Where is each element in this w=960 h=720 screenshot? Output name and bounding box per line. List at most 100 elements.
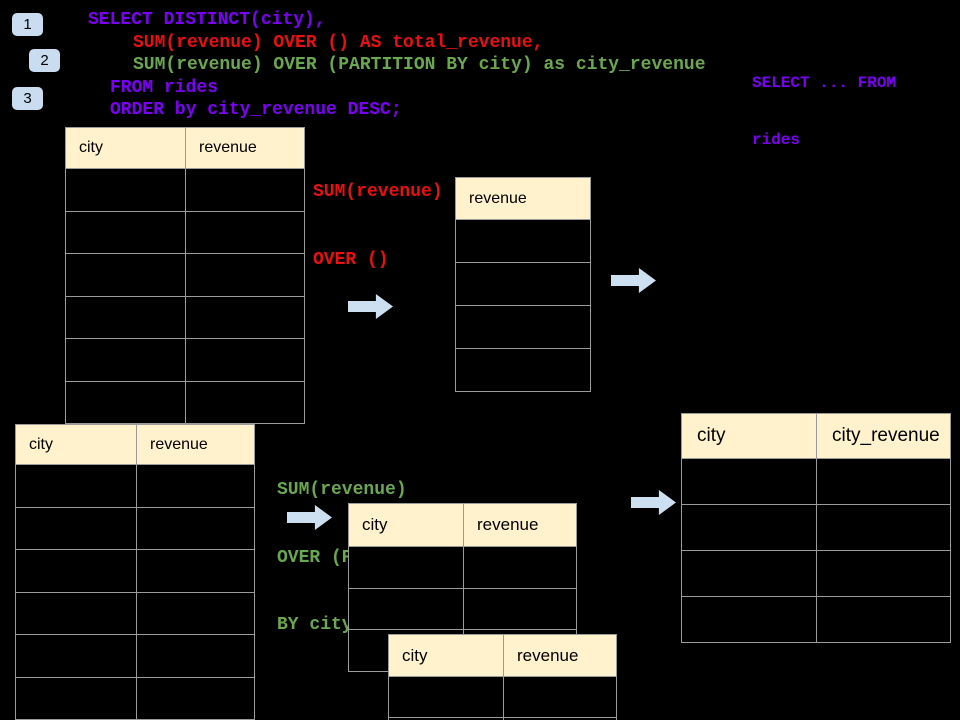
table-row (66, 380, 304, 424)
sql-line-from: FROM rides (110, 77, 219, 98)
table-cell (464, 547, 576, 588)
table-cell (66, 381, 186, 423)
table-row (16, 634, 254, 677)
table-row (66, 253, 304, 296)
table-row (349, 587, 576, 630)
table-row (66, 210, 304, 254)
step-badge-2: 2 (29, 49, 60, 72)
table-body (16, 464, 254, 719)
arrow-right-icon (611, 268, 656, 293)
sql-line-order-by: ORDER by city_revenue DESC; (110, 100, 402, 120)
table-cell (456, 220, 590, 262)
table-row (16, 506, 254, 550)
step-badge-1: 1 (12, 13, 43, 36)
table-row (389, 676, 616, 717)
table-cell (16, 465, 137, 507)
table-header-row: city city_revenue (682, 414, 950, 458)
table-cell (137, 550, 254, 592)
table-cell (682, 551, 817, 596)
table-cell (186, 254, 304, 296)
annotation-sum-partition-line1: SUM(revenue) (277, 480, 407, 500)
table-cell (186, 297, 304, 339)
table-cell (817, 551, 950, 596)
table-cell (137, 465, 254, 507)
sql-query-block: SELECT DISTINCT(city), SUM(revenue) OVER… (88, 9, 706, 122)
table-cell (682, 505, 817, 550)
table-row (66, 168, 304, 211)
annotation-sum-over-all: SUM(revenue) OVER () (313, 136, 443, 316)
table-row (456, 305, 590, 348)
table-cell (682, 597, 817, 642)
table-cell (389, 677, 504, 717)
table-row (456, 219, 590, 262)
column-header-city-revenue: city_revenue (832, 425, 940, 446)
table-cell (186, 382, 304, 424)
table-header-row: city revenue (66, 128, 304, 168)
table-partition-front: city revenue (388, 634, 617, 720)
table-cell (817, 459, 950, 504)
sql-line-select: SELECT DISTINCT(city), (88, 10, 326, 30)
sql-line-partition: SUM(revenue) OVER (PARTITION BY city) as… (133, 55, 706, 75)
table-cell (349, 547, 464, 588)
table-row (682, 504, 950, 550)
table-source-bottom: city revenue (15, 424, 255, 720)
table-cell (66, 169, 186, 211)
table-cell (186, 212, 304, 254)
table-cell (137, 635, 254, 677)
table-cell (16, 550, 137, 592)
table-row (16, 676, 254, 720)
column-header-revenue: revenue (517, 645, 579, 665)
table-cell (504, 677, 616, 717)
column-header-city: city (389, 635, 504, 676)
table-city-revenue-result: city city_revenue (681, 413, 951, 643)
table-row (16, 464, 254, 507)
table-cell (349, 588, 464, 630)
table-cell (682, 459, 817, 504)
table-cell (66, 254, 186, 296)
select-from-note-line2: rides (752, 131, 801, 149)
table-cell (137, 508, 254, 550)
table-cell (66, 339, 186, 381)
table-cell (456, 263, 590, 305)
table-row (66, 295, 304, 339)
table-row (456, 262, 590, 305)
table-cell (16, 677, 137, 719)
table-cell (389, 718, 504, 720)
table-cell (16, 635, 137, 677)
table-row (682, 458, 950, 504)
table-cell (16, 507, 137, 549)
table-cell (137, 593, 254, 635)
sql-line-total-revenue: SUM(revenue) OVER () AS total_revenue, (133, 32, 544, 53)
table-body (682, 458, 950, 642)
table-cell (456, 306, 590, 348)
arrow-right-icon (631, 490, 676, 515)
column-header-revenue: revenue (469, 189, 527, 207)
table-row (682, 550, 950, 596)
table-cell (456, 349, 590, 391)
step-badge-3: 3 (12, 87, 43, 110)
select-from-note-line1: SELECT ... FROM (752, 74, 897, 92)
table-header-row: city revenue (389, 635, 616, 676)
table-cell (464, 589, 576, 630)
table-cell (817, 505, 950, 550)
column-header-revenue: revenue (150, 435, 208, 453)
table-cell (817, 597, 950, 642)
table-cell (66, 296, 186, 338)
table-source-top: city revenue (65, 127, 305, 424)
annotation-sum-over-all-line2: OVER () (313, 249, 389, 270)
table-row (682, 596, 950, 642)
table-row (349, 546, 576, 588)
table-cell (137, 678, 254, 720)
table-body (456, 219, 590, 391)
column-header-city: city (682, 414, 817, 458)
table-body (66, 168, 304, 423)
table-row (456, 348, 590, 391)
table-header-row: city revenue (349, 504, 576, 546)
column-header-revenue: revenue (199, 139, 257, 156)
table-row (16, 591, 254, 635)
column-header-revenue: revenue (477, 515, 539, 534)
table-header-row: city revenue (16, 425, 254, 464)
table-row (16, 549, 254, 592)
table-cell (186, 339, 304, 381)
